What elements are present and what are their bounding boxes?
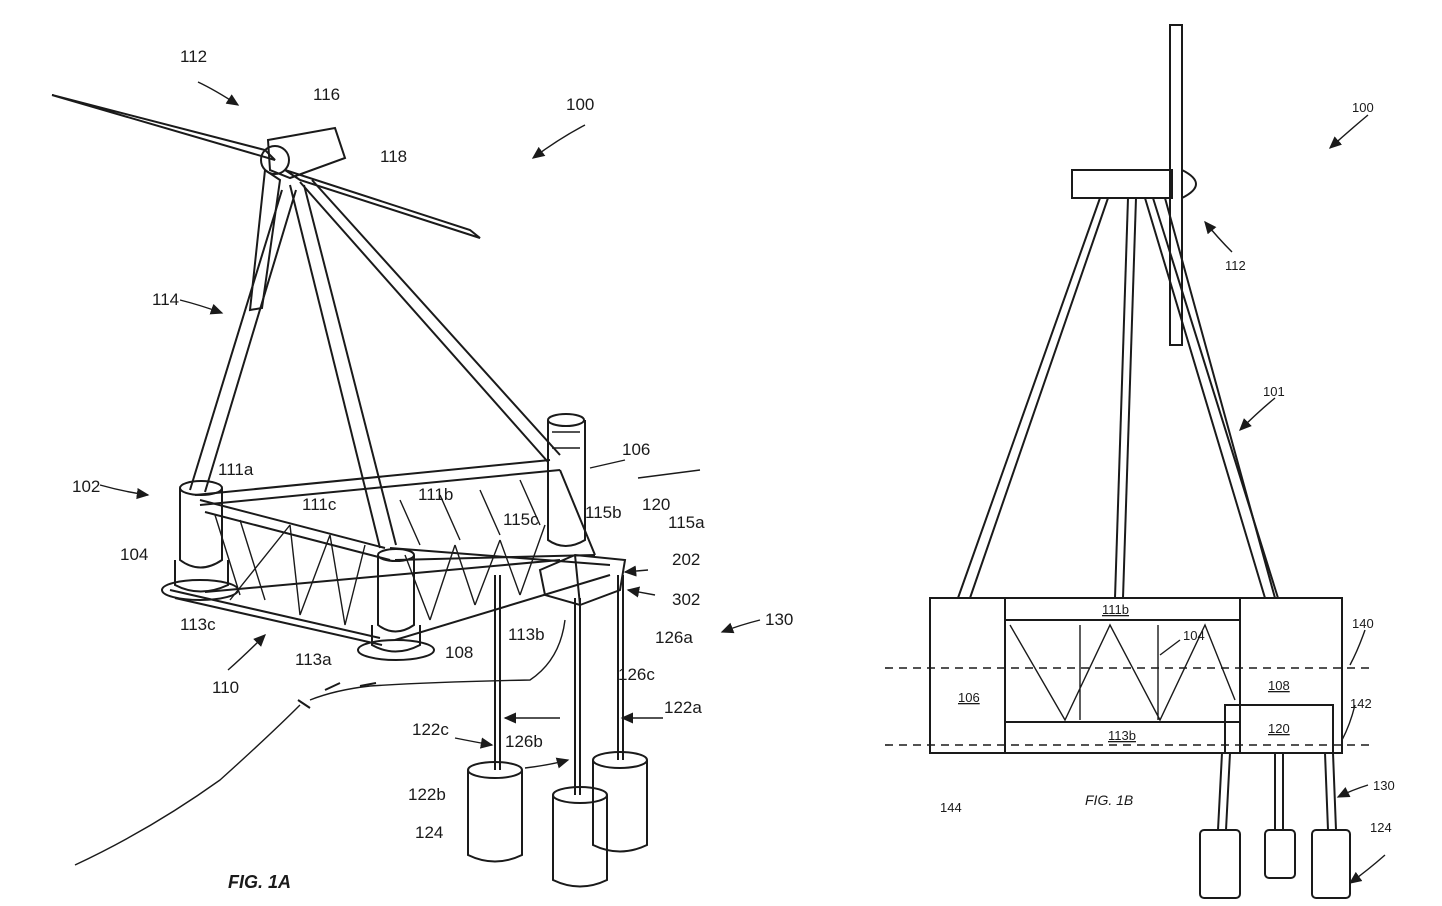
- label-124-1b: 124: [1370, 820, 1392, 835]
- label-111c: 111c: [302, 495, 337, 514]
- label-115b: 115b: [585, 503, 622, 522]
- label-126b: 126b: [505, 732, 543, 751]
- figure-1a-caption: FIG. 1A: [228, 872, 291, 892]
- label-113c: 113c: [180, 615, 216, 634]
- label-112-1b: 112: [1225, 258, 1246, 273]
- nacelle: [268, 128, 345, 178]
- label-108: 108: [445, 643, 473, 662]
- label-126c: 126c: [618, 665, 655, 684]
- reference-arrows-1b: [1160, 115, 1385, 883]
- label-111a: 111a: [218, 460, 254, 479]
- label-101-1b: 101: [1263, 384, 1285, 399]
- label-113b: 113b: [508, 625, 545, 644]
- label-140-1b: 140: [1352, 616, 1374, 631]
- label-108-1b: 108: [1268, 678, 1290, 693]
- label-116: 116: [313, 85, 340, 104]
- label-122c: 122c: [412, 720, 449, 739]
- counterweight-1: [1200, 830, 1240, 898]
- label-102: 102: [72, 477, 100, 496]
- counterweight-3: [1312, 830, 1350, 898]
- label-110: 110: [212, 678, 239, 697]
- label-104-1b: 104: [1183, 628, 1205, 643]
- label-100-1b: 100: [1352, 100, 1374, 115]
- reference-arrows: [100, 82, 760, 768]
- label-142-1b: 142: [1350, 696, 1372, 711]
- label-130: 130: [765, 610, 793, 629]
- figure-1b: 100 112 101 111b 104 140 106 108 142 113…: [885, 25, 1395, 898]
- label-111b: 111b: [418, 485, 453, 504]
- label-144-1b: 144: [940, 800, 962, 815]
- label-120-1b: 120: [1268, 721, 1290, 736]
- label-122b: 122b: [408, 785, 446, 804]
- label-124: 124: [415, 823, 443, 842]
- label-115c: 115c: [503, 510, 539, 529]
- power-cable: [75, 705, 300, 865]
- label-114: 114: [152, 290, 179, 309]
- label-302: 302: [672, 590, 700, 609]
- turbine-blade-upper: [52, 95, 275, 160]
- label-104: 104: [120, 545, 148, 564]
- figure-1b-caption: FIG. 1B: [1085, 792, 1133, 808]
- column-106: [548, 414, 585, 546]
- pontoon-frame: [170, 460, 610, 645]
- figure-1a: 112 116 118 100 114 102 111a 111c 111b 1…: [52, 47, 793, 892]
- label-202: 202: [672, 550, 700, 569]
- tendons-1b: [1218, 753, 1336, 830]
- label-130-1b: 130: [1373, 778, 1395, 793]
- turbine-blade-down: [250, 170, 280, 310]
- label-115a: 115a: [668, 513, 705, 532]
- label-113a: 113a: [295, 650, 332, 669]
- label-120: 120: [642, 495, 670, 514]
- label-106: 106: [622, 440, 650, 459]
- label-112: 112: [180, 47, 207, 66]
- tower-legs: [190, 180, 560, 548]
- label-113b-1b: 113b: [1108, 728, 1136, 743]
- column-104: [162, 481, 238, 600]
- spinner: [1182, 170, 1196, 198]
- counterweights: [468, 752, 647, 887]
- column-108: [358, 549, 434, 660]
- label-106-1b: 106: [958, 690, 980, 705]
- label-111b-1b: 111b: [1102, 602, 1129, 617]
- nacelle-1b: [1072, 170, 1172, 198]
- label-100: 100: [566, 95, 594, 114]
- counterweight-2: [1265, 830, 1295, 878]
- label-126a: 126a: [655, 628, 693, 647]
- label-118: 118: [380, 147, 407, 166]
- label-122a: 122a: [664, 698, 702, 717]
